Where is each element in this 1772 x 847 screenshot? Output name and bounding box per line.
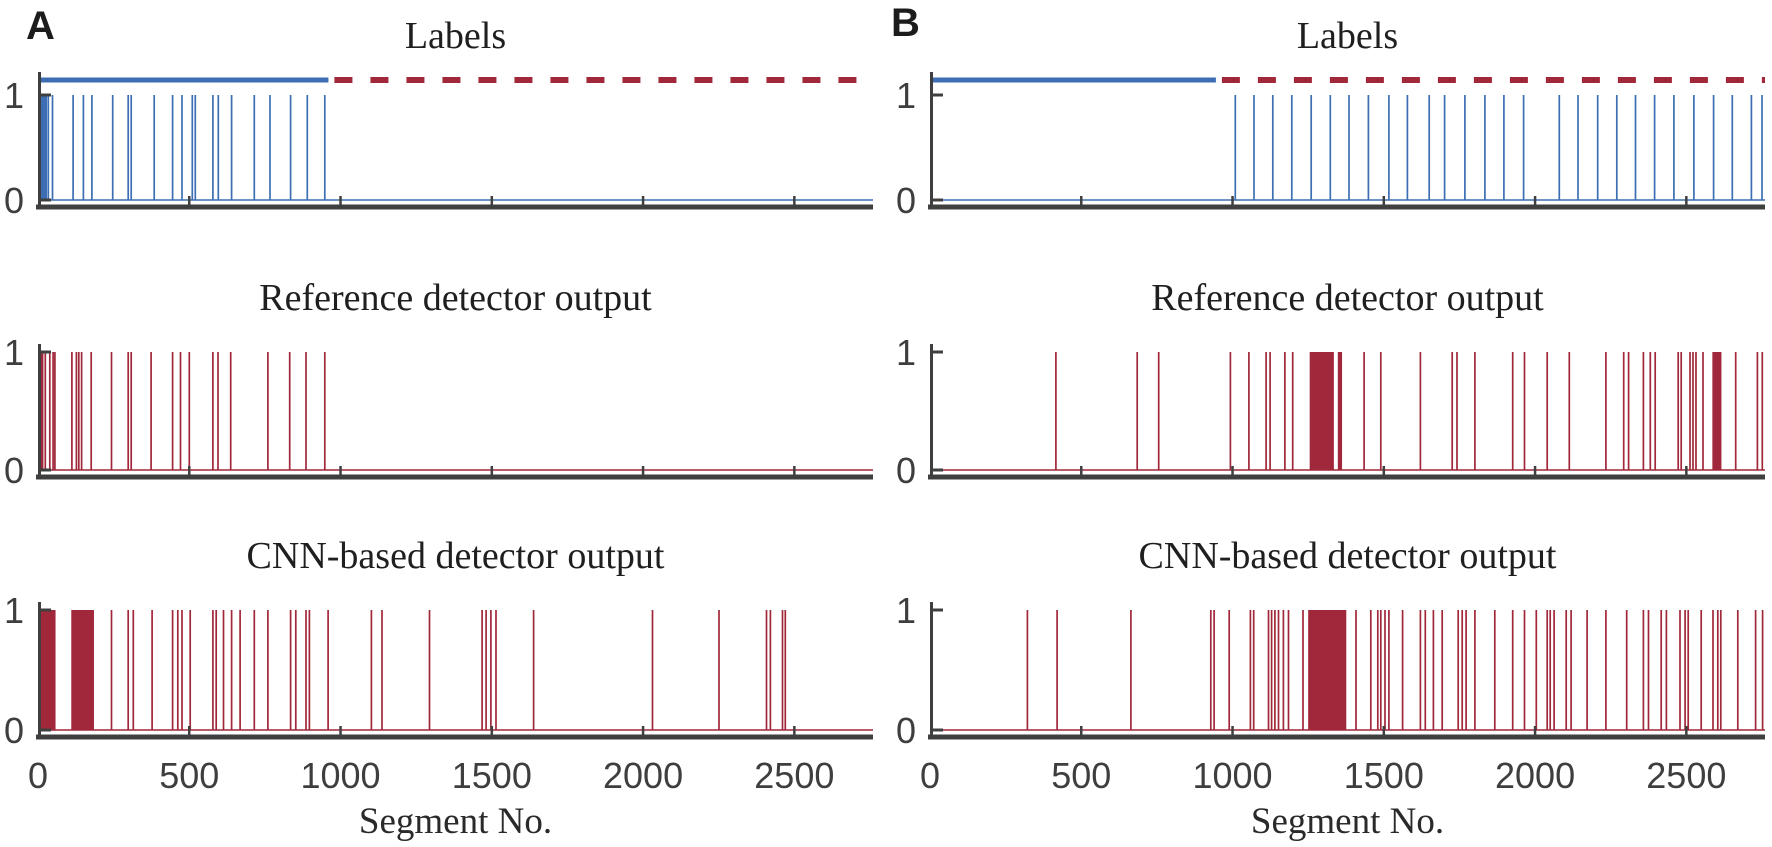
subplot-title-reference-a: Reference detector output [259, 277, 652, 319]
x-tick-label: 0 [28, 755, 48, 796]
spike-train [1055, 352, 1764, 470]
x-tick-label: 2000 [1495, 755, 1575, 796]
x-axis-label: Segment No. [1251, 801, 1444, 842]
y-tick-label-0: 0 [4, 710, 24, 751]
labels-plot-a: 10 [4, 72, 873, 221]
reference-plot-a: 10 [4, 332, 873, 491]
y-tick-label-1: 1 [896, 590, 916, 631]
y-tick-label-1: 1 [4, 75, 24, 116]
y-tick-label-0: 0 [896, 710, 916, 751]
y-tick-label-0: 0 [896, 450, 916, 491]
x-tick-label: 1000 [1192, 755, 1272, 796]
spike-block [1337, 352, 1343, 470]
spike-block [1308, 610, 1347, 730]
y-tick-label-1: 1 [4, 590, 24, 631]
spike-train [110, 610, 787, 730]
y-tick-label-0: 0 [896, 180, 916, 221]
x-tick-label: 1500 [452, 755, 532, 796]
reference-plot-b: 10 [896, 332, 1765, 491]
subplot-title-reference-b: Reference detector output [1151, 277, 1544, 319]
subplot-title-labels-a: Labels [404, 15, 507, 57]
spike-block [1712, 352, 1722, 470]
subplot-title-cnn-b: CNN-based detector output [1138, 535, 1557, 577]
spike-block [38, 610, 56, 730]
x-tick-label: 2500 [1646, 755, 1726, 796]
x-tick-label: 500 [1051, 755, 1111, 796]
subplot-title-labels-b: Labels [1296, 15, 1399, 57]
x-axis-label: Segment No. [359, 801, 552, 842]
labels-plot-b: 10 [896, 72, 1765, 221]
y-tick-label-1: 1 [896, 75, 916, 116]
y-tick-label-1: 1 [896, 332, 916, 373]
x-tick-label: 1500 [1344, 755, 1424, 796]
x-tick-label: 1000 [300, 755, 380, 796]
x-tick-label: 2500 [754, 755, 834, 796]
spike-block [71, 610, 94, 730]
spike-block [1309, 352, 1334, 470]
spike-train [1234, 95, 1763, 200]
spike-block [38, 95, 48, 200]
spike-train [47, 95, 326, 200]
y-tick-label-0: 0 [4, 450, 24, 491]
x-tick-label: 0 [920, 755, 940, 796]
panel-a-letter: A [26, 4, 55, 48]
x-tick-label: 2000 [603, 755, 683, 796]
subplot-title-cnn-a: CNN-based detector output [246, 535, 665, 577]
x-tick-label: 500 [159, 755, 219, 796]
spike-train [44, 352, 326, 470]
y-tick-label-0: 0 [4, 180, 24, 221]
spike-train [1026, 610, 1764, 730]
y-tick-label-1: 1 [4, 332, 24, 373]
panel-b-letter: B [891, 1, 920, 45]
